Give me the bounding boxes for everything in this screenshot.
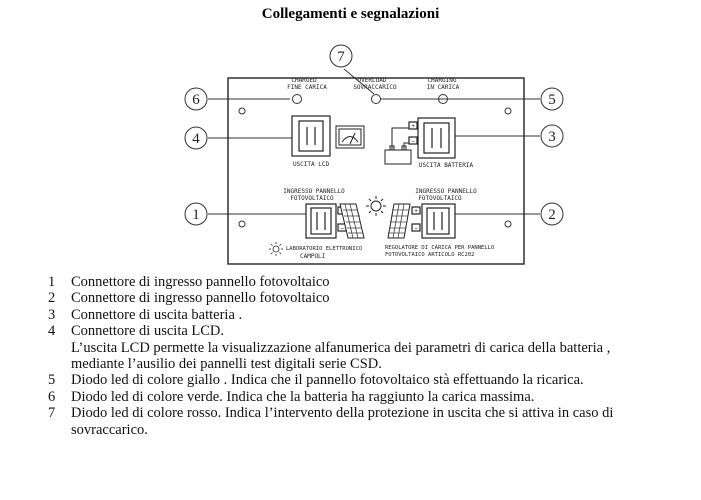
legend-item-2: 2 Connettore di ingresso pannello fotovo… bbox=[48, 290, 688, 306]
legend-item-6: 6 Diodo led di colore verde. Indica che … bbox=[48, 389, 688, 405]
led-overload-label-1: OVERLOAD bbox=[358, 77, 387, 84]
mounting-hole-top-left bbox=[238, 107, 246, 115]
callout-circle-1 bbox=[184, 202, 208, 226]
callout-number-7: 7 bbox=[337, 49, 345, 65]
legend-list: 1 Connettore di ingresso pannello fotovo… bbox=[48, 274, 688, 438]
legend-number: 3 bbox=[48, 306, 56, 323]
lcd-output-connector bbox=[291, 115, 331, 157]
led-charging-label-1: CHARGING bbox=[428, 77, 457, 84]
legend-number: 2 bbox=[48, 290, 56, 307]
legend-number: 5 bbox=[48, 372, 56, 389]
lab-name-line-1: LABORATORIO ELETTRONICO bbox=[286, 246, 362, 252]
callout-circle-6 bbox=[184, 87, 208, 111]
led-charged bbox=[292, 94, 302, 104]
pv-right-minus-sign: − bbox=[414, 225, 418, 232]
legend-text: Connettore di ingresso pannello fotovolt… bbox=[71, 290, 330, 307]
mounting-hole-top-right bbox=[504, 107, 512, 115]
mounting-hole-bottom-right bbox=[504, 220, 512, 228]
led-charging-label-2: IN CARICA bbox=[427, 84, 460, 91]
led-overload bbox=[371, 94, 381, 104]
legend-text: Diodo led di colore giallo . Indica che … bbox=[71, 372, 584, 389]
lab-logo-icon bbox=[269, 242, 283, 256]
legend-text: Connettore di ingresso pannello fotovolt… bbox=[71, 274, 330, 290]
legend-item-4: 4 Connettore di uscita LCD. L’uscita LCD… bbox=[48, 323, 688, 372]
legend-text: Connettore di uscita batteria . bbox=[71, 306, 243, 323]
legend-number: 4 bbox=[48, 323, 56, 340]
connection-diagram: CHARGED FINE CARICA OVERLOAD SOVRACCARIC… bbox=[184, 44, 564, 265]
lcd-output-label: USCITA LCD bbox=[293, 161, 330, 168]
callout-number-3: 3 bbox=[548, 129, 556, 145]
page-title: Collegamenti e segnalazioni bbox=[261, 6, 440, 22]
led-charging bbox=[438, 94, 448, 104]
battery-icon bbox=[384, 127, 412, 165]
battery-minus-sign: − bbox=[411, 138, 415, 145]
pv-input-left-label-2: FOTOVOLTAICO bbox=[290, 195, 334, 202]
pv-input-right-label-2: FOTOVOLTAICO bbox=[418, 195, 462, 202]
legend-item-1: 1 Connettore di ingresso pannello fotovo… bbox=[48, 274, 688, 290]
callout-number-2: 2 bbox=[548, 207, 556, 223]
legend-text: Connettore di uscita LCD. bbox=[71, 323, 225, 340]
callout-circle-7 bbox=[329, 44, 353, 68]
pv-left-minus-sign: − bbox=[340, 225, 344, 232]
legend-item-3: 3 Connettore di uscita batteria . bbox=[48, 307, 688, 323]
legend-number: 1 bbox=[48, 274, 56, 290]
battery-output-label: USCITA BATTERIA bbox=[419, 162, 474, 169]
sun-icon bbox=[366, 196, 386, 216]
callout-number-1: 1 bbox=[192, 207, 200, 223]
pv-right-plus-sign: + bbox=[414, 208, 418, 215]
solar-panel-icon-right bbox=[387, 203, 411, 239]
callout-number-4: 4 bbox=[192, 131, 200, 147]
legend-item-5: 5 Diodo led di colore giallo . Indica ch… bbox=[48, 372, 688, 388]
mounting-hole-bottom-left bbox=[238, 220, 246, 228]
legend-number: 6 bbox=[48, 388, 56, 405]
pv-input-right-label-1: INGRESSO PANNELLO bbox=[415, 188, 477, 195]
regulator-text-line-2: FOTOVOLTAICO ARTICOLO RC202 bbox=[385, 252, 474, 258]
legend-text: Diodo led di colore rosso. Indica l’inte… bbox=[71, 405, 614, 422]
leader-line-7 bbox=[343, 68, 375, 95]
regulator-text-line-1: REGOLATORE DI CARICA PER PANNELLO bbox=[385, 245, 494, 251]
battery-plus-sign: + bbox=[411, 123, 415, 130]
panel-enclosure bbox=[227, 77, 525, 265]
legend-text: Diodo led di colore verde. Indica che la… bbox=[71, 388, 535, 405]
legend-text: mediante l’ausilio dei pannelli test dig… bbox=[71, 356, 382, 373]
callout-circle-5 bbox=[540, 87, 564, 111]
meter-icon bbox=[335, 125, 365, 149]
solar-panel-icon-left bbox=[339, 203, 365, 239]
callout-number-5: 5 bbox=[548, 92, 556, 108]
led-charged-label-2: FINE CARICA bbox=[287, 84, 327, 91]
callout-number-6: 6 bbox=[192, 92, 200, 108]
led-charged-label-1: CHARGED bbox=[291, 77, 317, 84]
pv-input-right-connector bbox=[411, 203, 456, 239]
led-overload-label-2: SOVRACCARICO bbox=[353, 84, 397, 91]
legend-item-7: 7 Diodo led di colore rosso. Indica l’in… bbox=[48, 405, 688, 438]
callout-circle-3 bbox=[540, 124, 564, 148]
callout-circle-2 bbox=[540, 202, 564, 226]
legend-number: 7 bbox=[48, 405, 56, 422]
legend-text: L’uscita LCD permette la visualizzazione… bbox=[71, 339, 611, 356]
battery-output-connector bbox=[408, 117, 456, 159]
pv-input-left-label-1: INGRESSO PANNELLO bbox=[283, 188, 345, 195]
callout-circle-4 bbox=[184, 126, 208, 150]
lab-name-line-2: CAMPOLI bbox=[300, 253, 326, 260]
legend-text: sovraccarico. bbox=[71, 421, 148, 438]
